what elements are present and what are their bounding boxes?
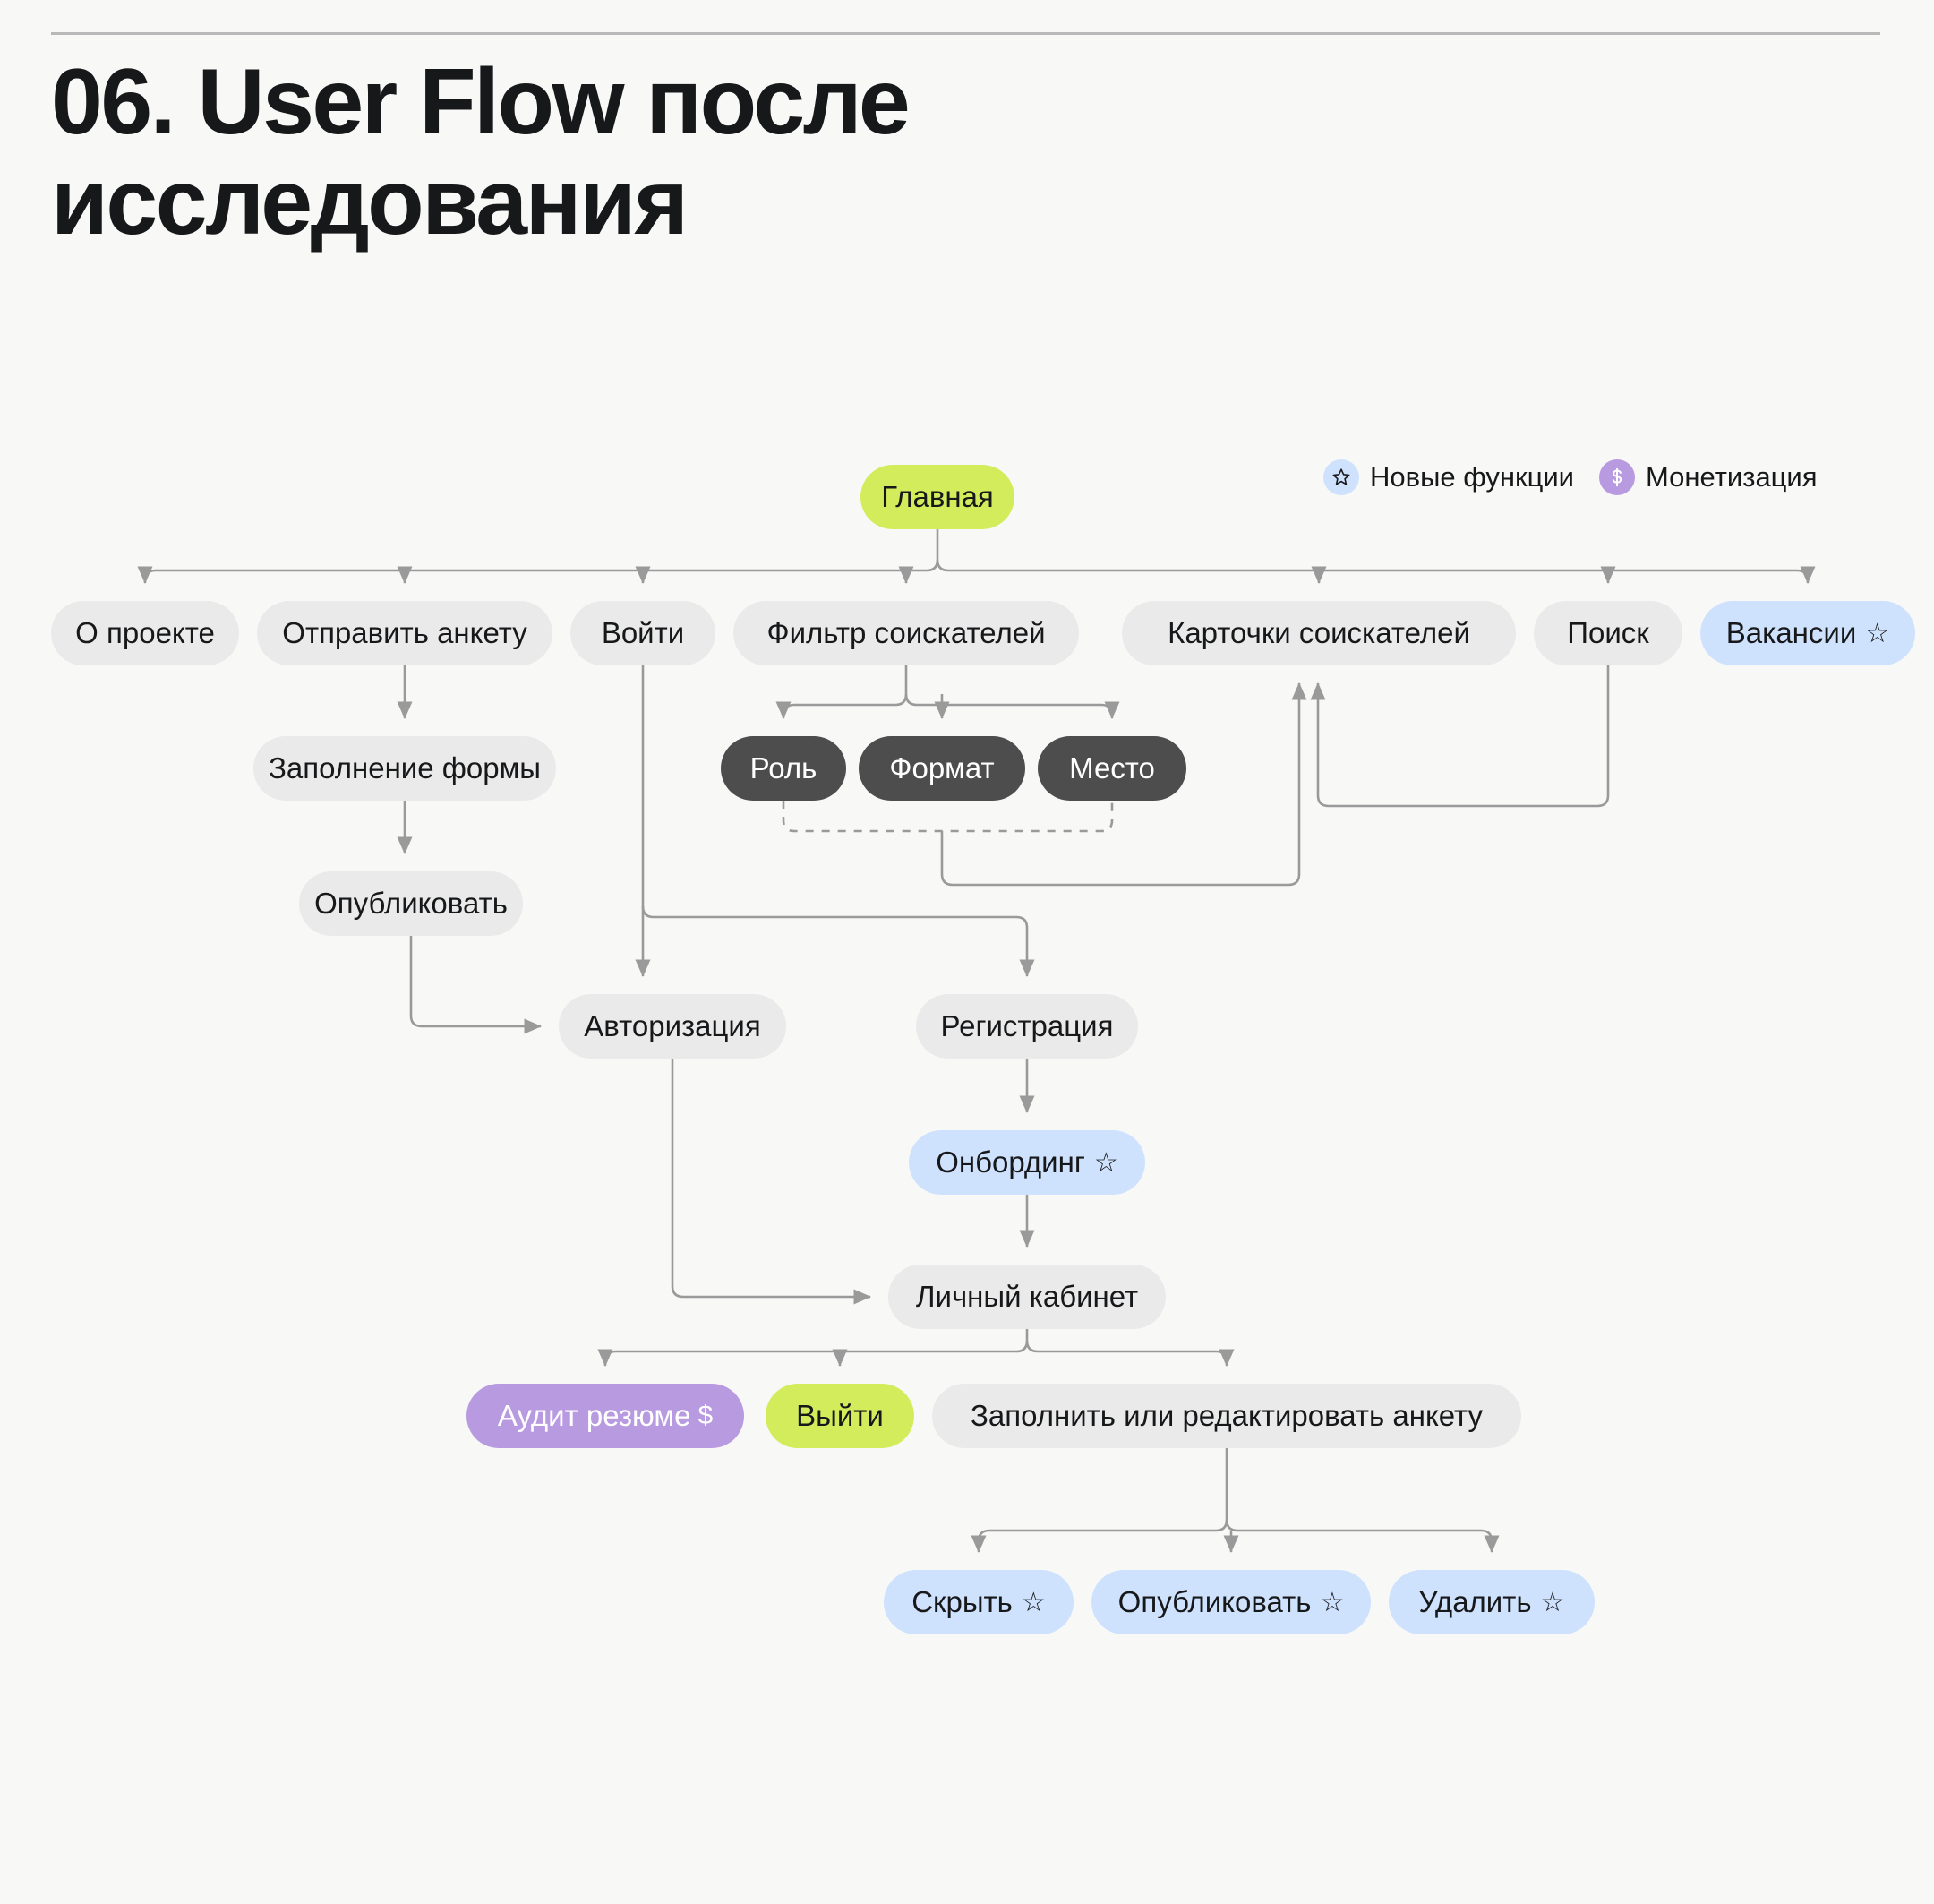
node-rol[interactable]: Роль [721, 736, 846, 801]
legend-label-new-features: Новые функции [1370, 461, 1574, 493]
star-icon: ☆ [1865, 618, 1890, 648]
node-kartochki-soiskateley[interactable]: Карточки соискателей [1122, 601, 1516, 665]
node-opublikovat-anketu[interactable]: Опубликовать ☆ [1091, 1570, 1371, 1634]
node-label: Регистрация [940, 1009, 1114, 1042]
star-icon: ☆ [1093, 1147, 1118, 1178]
node-label: Вакансии [1725, 616, 1857, 649]
node-onbording[interactable]: Онбординг ☆ [909, 1130, 1145, 1195]
node-label: Главная [881, 480, 994, 513]
node-label: О проекте [75, 616, 215, 649]
node-o-proekte[interactable]: О проекте [51, 601, 239, 665]
node-registraciya[interactable]: Регистрация [916, 994, 1138, 1059]
node-label: Фильтр соискателей [766, 616, 1046, 649]
node-label: Опубликовать [314, 887, 508, 920]
node-zapolnit-ili-redaktirovat-anketu[interactable]: Заполнить или редактировать анкету [932, 1384, 1521, 1448]
legend-item-monetization: Монетизация [1598, 459, 1818, 495]
node-label: Скрыть [911, 1585, 1013, 1618]
node-voyti[interactable]: Войти [570, 601, 715, 665]
node-label: Заполнить или редактировать анкету [970, 1399, 1483, 1432]
node-vakansii[interactable]: Вакансии ☆ [1700, 601, 1915, 665]
node-otpravit-anketu[interactable]: Отправить анкету [257, 601, 552, 665]
node-poisk[interactable]: Поиск [1534, 601, 1682, 665]
node-label: Отправить анкету [282, 616, 527, 649]
node-label: Формат [889, 751, 995, 785]
node-label: Удалить [1418, 1585, 1532, 1618]
node-label: Карточки соискателей [1168, 616, 1470, 649]
legend-item-new-features: Новые функции [1323, 459, 1574, 495]
star-icon: ☆ [1320, 1587, 1345, 1617]
node-skryt[interactable]: Скрыть ☆ [884, 1570, 1074, 1634]
node-audit-rezyume[interactable]: Аудит резюме $ [466, 1384, 744, 1448]
node-filtr-soiskateley[interactable]: Фильтр соискателей [733, 601, 1079, 665]
page-title: 06. User Flow после исследования [51, 50, 911, 255]
node-avtorizaciya[interactable]: Авторизация [559, 994, 786, 1059]
node-lichnyy-kabinet[interactable]: Личный кабинет [888, 1265, 1166, 1329]
node-zapolnenie-formy[interactable]: Заполнение формы [253, 736, 556, 801]
node-label: Опубликовать [1117, 1585, 1312, 1618]
node-mesto[interactable]: Место [1038, 736, 1186, 801]
node-label: Поиск [1567, 616, 1649, 649]
star-icon: ☆ [1021, 1587, 1046, 1617]
dollar-icon [1598, 459, 1635, 495]
node-label: Онбординг [936, 1145, 1085, 1179]
legend: Новые функции Монетизация [1323, 459, 1818, 495]
node-label: Авторизация [584, 1009, 761, 1042]
node-udalit[interactable]: Удалить ☆ [1389, 1570, 1595, 1634]
node-label: Место [1069, 751, 1155, 785]
node-glavnaya[interactable]: Главная [860, 465, 1014, 529]
node-label: Заполнение формы [268, 751, 542, 785]
node-label: Выйти [796, 1399, 884, 1432]
header-divider [51, 32, 1880, 35]
dollar-icon: $ [697, 1401, 714, 1430]
node-vyyti[interactable]: Выйти [766, 1384, 914, 1448]
node-label: Аудит резюме [497, 1399, 691, 1432]
star-icon: ☆ [1540, 1587, 1565, 1617]
node-label: Войти [601, 616, 685, 649]
node-label: Роль [749, 751, 817, 785]
node-opublikovat[interactable]: Опубликовать [299, 871, 523, 936]
legend-label-monetization: Монетизация [1645, 461, 1818, 493]
node-label: Личный кабинет [915, 1280, 1139, 1313]
node-format[interactable]: Формат [859, 736, 1025, 801]
star-icon [1323, 459, 1359, 495]
